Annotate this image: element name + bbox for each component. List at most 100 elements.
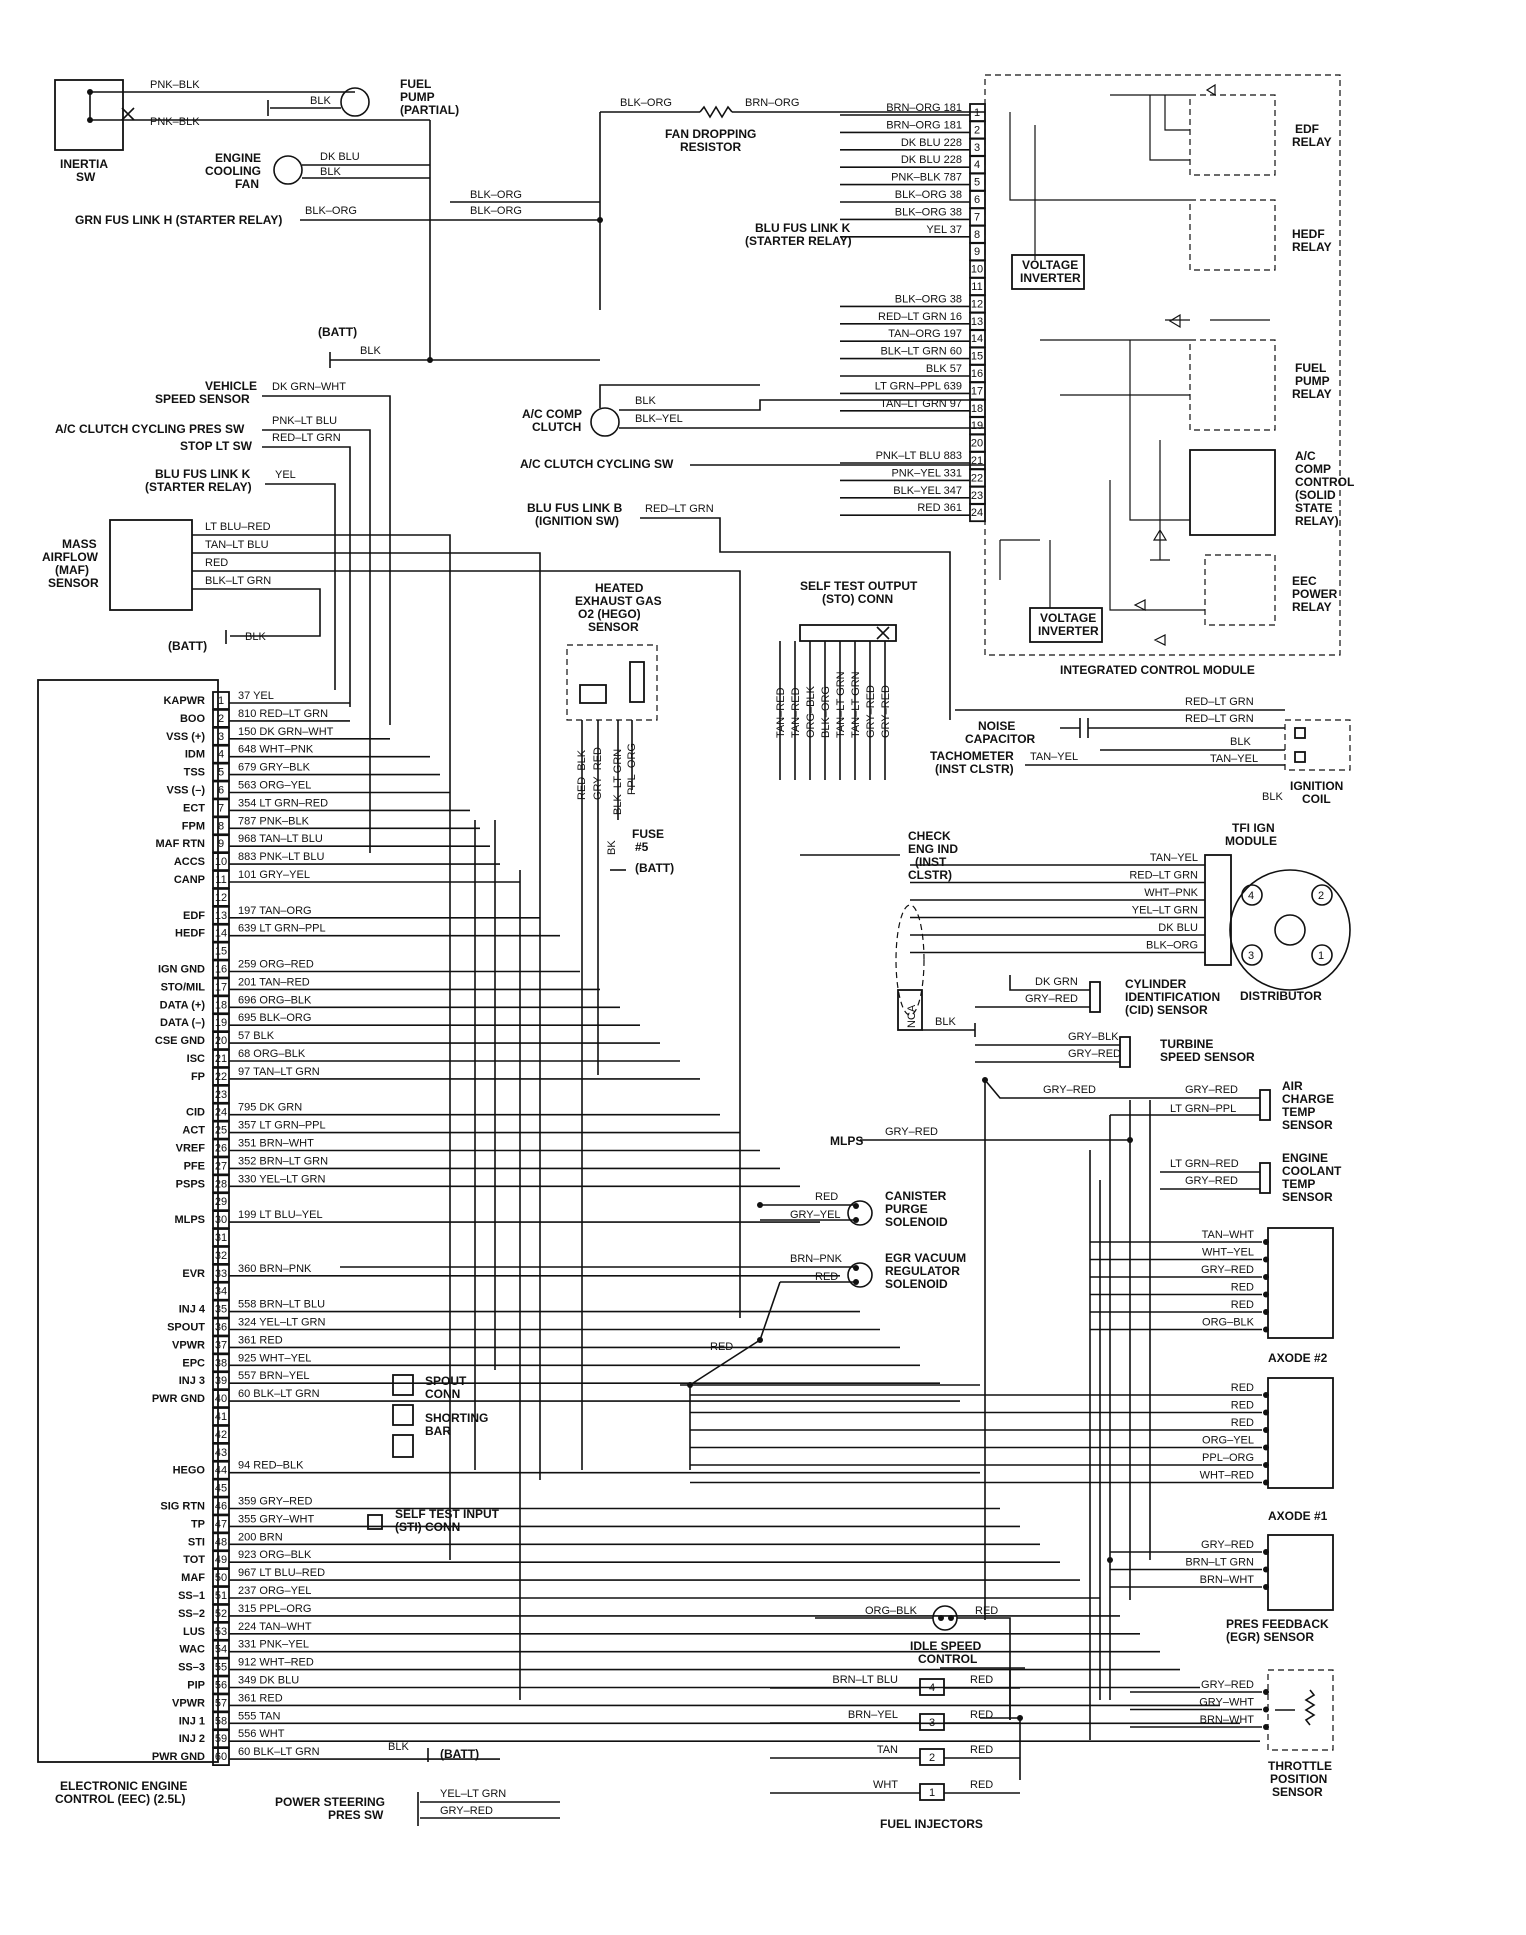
sti-conn [367,1514,383,1530]
eec-pin-box [212,1514,230,1534]
tfi-wire-label: BLK–ORG [1146,940,1198,952]
dist-num-2: 2 [1318,890,1324,902]
eec-pin-wire: 555 TAN [238,1710,280,1722]
eec-pin-label: VPWR [172,1339,205,1351]
icm-pin-number: 7 [974,211,980,223]
eec-pin-box [212,1192,230,1212]
injector-number: 2 [929,1752,935,1764]
eec-pin-label: MAF [181,1572,205,1584]
injector-box [919,1748,945,1766]
ac-ctrl-label-3: CONTROL [1295,475,1354,489]
eec-pin-box [212,852,230,871]
eec-pin-number: 18 [215,999,227,1011]
connector-wire-label: GRY–WHT [1199,1697,1254,1709]
eec-pin-number: 48 [215,1536,227,1548]
turbine-label-2: SPEED SENSOR [1160,1050,1255,1064]
injector-red-label: RED [970,1709,993,1721]
eec-pin-box [212,1729,230,1749]
eec-pin-number: 13 [215,910,227,922]
inertia-label-1: INERTIA [60,157,108,171]
eec-pin-number: 35 [215,1304,227,1316]
eec-pin-label: PIP [187,1680,205,1692]
blu-fus-k-yel: YEL [275,469,296,481]
edf-relay-box [1189,94,1276,176]
check-eng-3: (INST [915,855,947,869]
eec-pin-number: 12 [215,892,227,904]
ac-control-box [1189,449,1276,536]
tfi-label-1: TFI IGN [1232,821,1275,835]
eec-pin-label: EDF [183,910,205,922]
hego-wire-2: GRY–RED [592,747,604,800]
eec-pin-box [212,941,230,961]
canister-gy: GRY–YEL [790,1209,841,1221]
eec-pin-label: STI [188,1536,205,1548]
fp-relay-box [1189,339,1276,431]
eec-pin-wire: 968 TAN–LT BLU [238,833,323,845]
spout-label-1: SPOUT [425,1374,467,1388]
sto-wire-label: GRY–RED [880,685,892,738]
eec-pin-label: TP [191,1518,205,1530]
icm-pin-number: 13 [971,316,983,328]
eec-pin-label: VPWR [172,1697,205,1709]
tach-label-1: TACHOMETER [930,749,1014,763]
eec-pin-wire: 259 ORG–RED [238,959,314,971]
cid-label-2: IDENTIFICATION [1125,990,1220,1004]
ect-label-3: TEMP [1282,1177,1315,1191]
eec-pin-box [212,1210,230,1229]
eec-pin-number: 28 [215,1178,227,1190]
eec-pin-number: 39 [215,1375,227,1387]
eec-pin-box [212,1639,230,1659]
blu-fus-k-2: (STARTER RELAY) [145,480,252,494]
eec-pin-wire: 912 WHT–RED [238,1657,314,1669]
injector-number: 3 [929,1717,935,1729]
eec-pin-number: 37 [215,1339,227,1351]
connector-pin-dot [1263,1584,1269,1590]
eec-pin-number: 6 [218,785,224,797]
eec-pin-box [212,1067,230,1086]
volt-inv-2-b: INVERTER [1038,624,1099,638]
icm-pin-wire: BLK–ORG 38 [895,206,962,218]
eec-pin-wire: 357 LT GRN–PPL [238,1120,326,1132]
connector-pin-dot [1263,1427,1269,1433]
eec-pin-number: 30 [215,1214,227,1226]
eec-pin-wire: 795 DK GRN [238,1102,302,1114]
eec-pin-label: MAF RTN [156,838,206,850]
pss-wire-1: YEL–LT GRN [440,1788,506,1800]
sto-wire-label: TAN–LT GRN [835,671,847,738]
eec-pin-label: ACT [182,1125,205,1137]
cooling-fan-label-3: FAN [235,177,259,191]
tps-label-3: SENSOR [1272,1785,1323,1799]
eec-pin-number: 49 [215,1554,227,1566]
ect-wire-1: LT GRN–RED [1170,1158,1239,1170]
hedf-relay-box [1189,199,1276,271]
injector-red-label: RED [970,1779,993,1791]
fp-relay-label-3: RELAY [1292,387,1332,401]
fan-res-wire-left: BLK–ORG [620,97,672,109]
hego-label-3: O2 (HEGO) [578,607,641,621]
connector-pin-dot [1263,1479,1269,1486]
eec-pin-label: TSS [184,767,205,779]
ect-label-2: COOLANT [1282,1164,1342,1178]
axode-2-label: AXODE #2 [1268,1351,1328,1365]
connector-pin-dot [1263,1309,1269,1315]
nca-label: NCA [906,1004,918,1028]
eec-pin-label: CSE GND [155,1035,205,1047]
turbine-label-1: TURBINE [1160,1037,1213,1051]
fuel-pump-blk: BLK [310,95,331,107]
isc-red: RED [975,1605,998,1617]
eec-pin-number: 21 [215,1053,227,1065]
maf-wire-4: BLK–LT GRN [205,575,271,587]
canister-label-2: PURGE [885,1202,928,1216]
eec-pin-wire: 696 ORG–BLK [238,994,312,1006]
fan-res-label-2: RESISTOR [680,140,741,154]
icm-pin-wire: YEL 37 [926,224,962,236]
ac-sw-label: A/C CLUTCH CYCLING SW [520,457,674,471]
eec-pin-wire: 101 GRY–YEL [238,869,310,881]
eec-pin-wire: 331 PNK–YEL [238,1639,309,1651]
icm-pin-wire: BLK–ORG 38 [895,189,962,201]
icm-pin-number: 10 [971,264,983,276]
red-left-label: RED [710,1341,733,1353]
cooling-fan-group: ENGINE COOLING FAN DK BLU BLK [205,120,431,360]
